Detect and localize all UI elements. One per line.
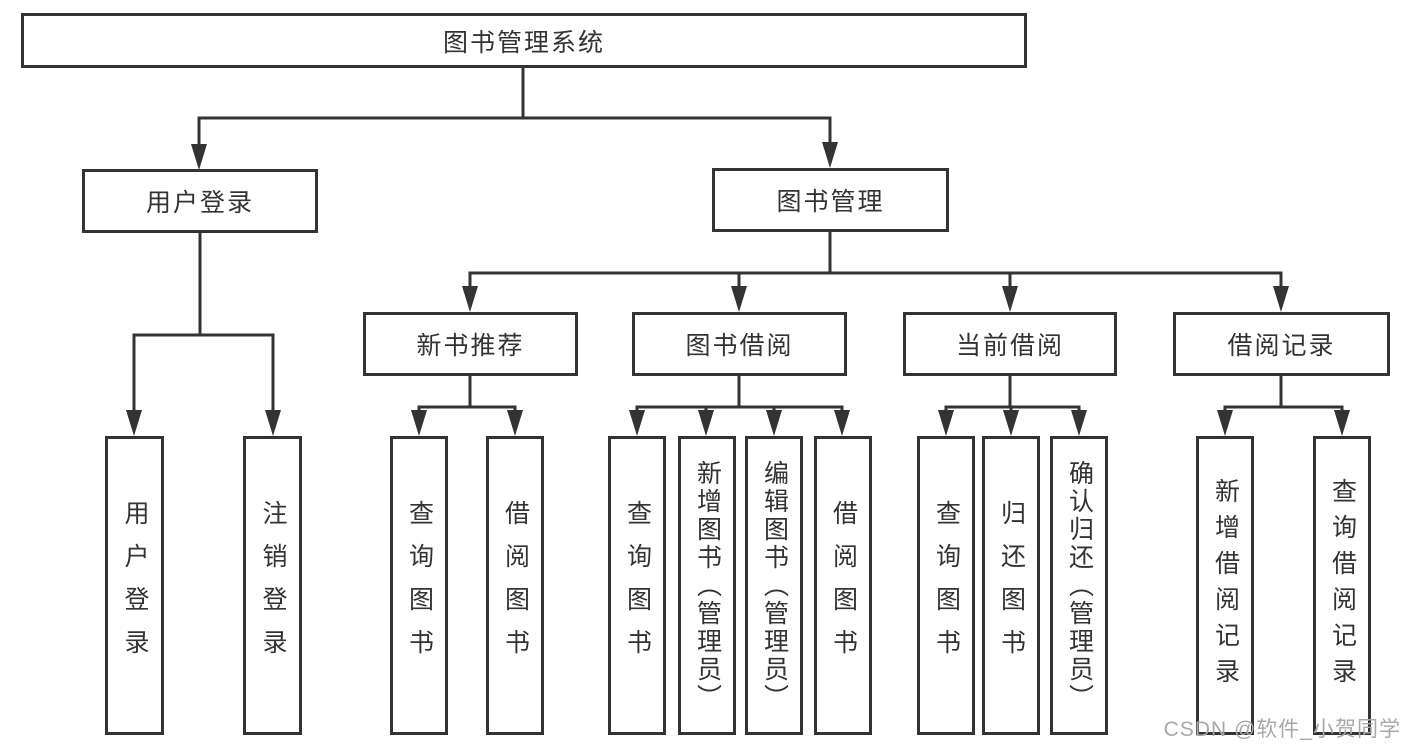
node-label: 用户登录 <box>145 189 254 217</box>
node-label: 图书管理 <box>776 188 885 216</box>
leaf-label: 借阅图书 <box>829 499 858 672</box>
leaf-label: 新增借阅记录 <box>1211 477 1240 694</box>
node-label: 当前借阅 <box>955 332 1064 360</box>
node-root-library-management-system: 图书管理系统 <box>21 13 1027 68</box>
leaf-recommend-query-books: 查询图书 <box>390 436 448 735</box>
node-label: 新书推荐 <box>416 332 525 360</box>
connector-new-book-recommend-to-leaves <box>411 374 523 436</box>
leaf-label: 用户登录 <box>121 499 149 672</box>
node-book-management: 图书管理 <box>712 168 949 232</box>
leaf-label: 查询图书 <box>623 499 652 672</box>
node-user-login: 用户登录 <box>82 169 318 233</box>
node-label: 借阅记录 <box>1227 332 1336 360</box>
connector-borrow-records-to-leaves <box>1217 374 1350 436</box>
csdn-watermark: CSDN @软件_小贺同学 <box>1163 718 1401 741</box>
leaf-label: 注销登录 <box>259 499 287 672</box>
leaf-label: 编辑图书（管理员） <box>760 459 789 712</box>
node-book-borrow: 图书借阅 <box>632 312 847 376</box>
connector-root-to-level2 <box>191 66 838 170</box>
connector-book-management-to-level3 <box>462 230 1289 312</box>
connector-current-borrow-to-leaves <box>938 374 1087 436</box>
leaf-label: 归还图书 <box>997 499 1026 672</box>
leaf-current-confirm-return-admin: 确认归还（管理员） <box>1050 436 1108 735</box>
connector-book-borrow-to-leaves <box>629 374 850 436</box>
leaf-borrow-borrow-books: 借阅图书 <box>814 436 872 735</box>
node-new-book-recommend: 新书推荐 <box>363 312 578 376</box>
leaf-borrow-add-books-admin: 新增图书（管理员） <box>678 436 736 735</box>
connector-user-login-to-leaves <box>126 232 281 436</box>
node-label: 图书管理系统 <box>442 28 605 57</box>
leaf-current-return-books: 归还图书 <box>982 436 1040 735</box>
leaf-user-login: 用户登录 <box>105 436 164 735</box>
node-label: 图书借阅 <box>685 332 794 360</box>
leaf-label: 查询图书 <box>932 499 961 672</box>
leaf-records-query-borrow-record: 查询借阅记录 <box>1313 436 1371 735</box>
leaf-label: 查询借阅记录 <box>1328 477 1357 694</box>
node-current-borrow: 当前借阅 <box>903 312 1117 376</box>
leaf-label: 借阅图书 <box>501 499 530 672</box>
leaf-label: 查询图书 <box>405 499 434 672</box>
leaf-borrow-query-books: 查询图书 <box>608 436 666 735</box>
leaf-records-add-borrow-record: 新增借阅记录 <box>1196 436 1254 735</box>
leaf-borrow-edit-books-admin: 编辑图书（管理员） <box>745 436 803 735</box>
leaf-current-query-books: 查询图书 <box>917 436 975 735</box>
node-borrow-records: 借阅记录 <box>1173 312 1390 376</box>
leaf-label: 确认归还（管理员） <box>1065 459 1094 712</box>
leaf-logout: 注销登录 <box>243 436 302 735</box>
leaf-recommend-borrow-books: 借阅图书 <box>486 436 544 735</box>
leaf-label: 新增图书（管理员） <box>693 459 722 712</box>
